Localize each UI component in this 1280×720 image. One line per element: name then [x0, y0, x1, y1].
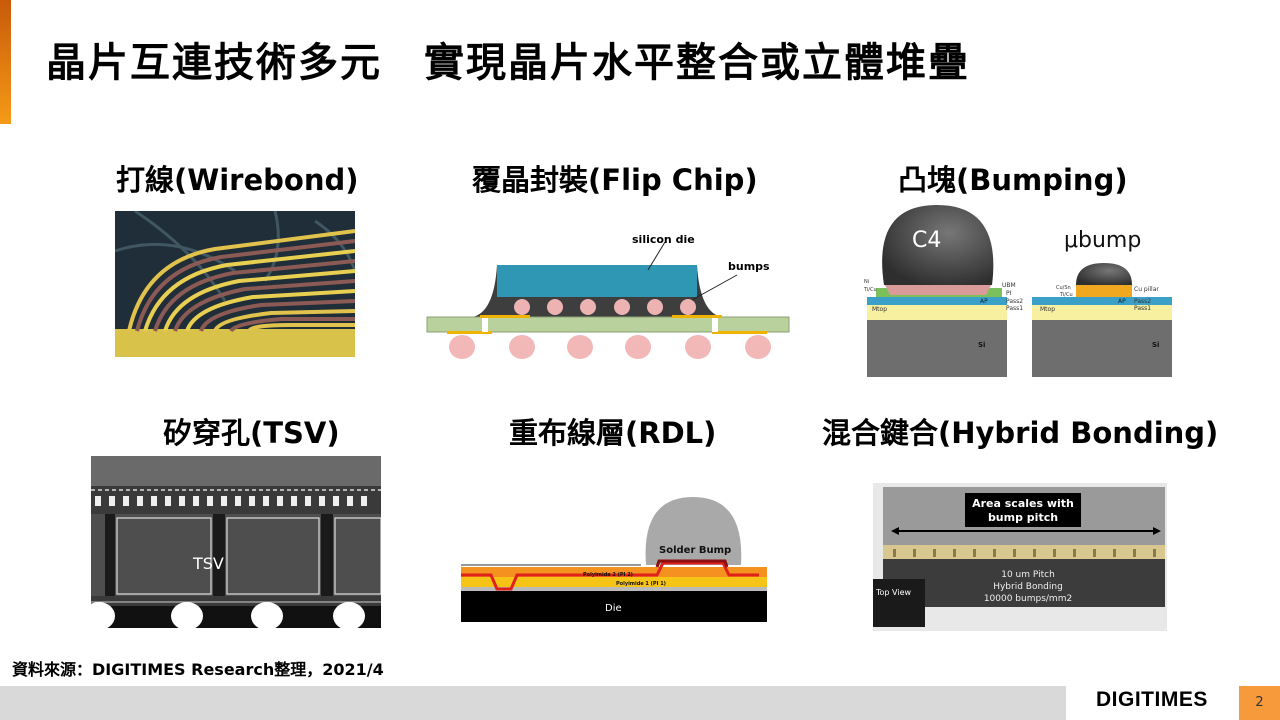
tsv-image: TSV	[91, 456, 381, 628]
footer-bar	[0, 686, 1066, 720]
label-pitch: 10 um Pitch	[1001, 570, 1055, 580]
slide-title: 晶片互連技術多元 實現晶片水平整合或立體堆疊	[46, 40, 970, 86]
label-area-1: Area scales with	[972, 497, 1074, 510]
label-cusn: Cu/Sn	[1056, 285, 1071, 291]
label-bumps: bumps	[728, 260, 770, 273]
label-ap-right: AP	[1118, 298, 1126, 305]
label-mtop-left: Mtop	[872, 306, 887, 313]
label-mtop-right: Mtop	[1040, 306, 1055, 313]
caption-rdl: 重布線層(RDL)	[509, 416, 717, 450]
caption-tsv: 矽穿孔(TSV)	[163, 416, 340, 450]
label-ticu-right: Ti/Cu	[1059, 292, 1073, 298]
label-pass1-right: Pass1	[1134, 305, 1151, 312]
label-solder-bump: Solder Bump	[659, 545, 731, 556]
flipchip-diagram: silicon die bumps	[426, 233, 790, 359]
label-hybrid: Hybrid Bonding	[993, 582, 1063, 592]
label-pass2-left: Pass2	[1006, 298, 1023, 305]
label-ubm: UBM	[1002, 282, 1016, 289]
label-silicon-die: silicon die	[632, 233, 695, 246]
label-c4: C4	[912, 228, 941, 253]
accent-bar	[0, 0, 11, 124]
label-pass1-left: Pass1	[1006, 305, 1023, 312]
label-si-right: Si	[1152, 341, 1159, 349]
wirebond-image	[115, 211, 355, 357]
source-note: 資料來源：DIGITIMES Research整理，2021/4	[12, 660, 384, 679]
label-pass2-right: Pass2	[1134, 298, 1151, 305]
label-tsv: TSV	[192, 554, 224, 573]
label-top-view: Top View	[875, 588, 911, 597]
hybrid-bonding-image: Area scales with bump pitch 10 um Pitch …	[873, 483, 1167, 631]
caption-flipchip: 覆晶封裝(Flip Chip)	[472, 163, 758, 197]
label-ap-left: AP	[980, 298, 988, 305]
label-cu-pillar: Cu pillar	[1134, 286, 1159, 293]
rdl-diagram: Solder Bump Polyimide 2 (PI 2) Polyimide…	[461, 497, 767, 622]
digitimes-logo: DIGITIMES	[1096, 688, 1208, 711]
caption-bumping: 凸塊(Bumping)	[898, 163, 1128, 197]
label-si-left: Si	[978, 341, 985, 349]
label-ubump: μbump	[1064, 228, 1141, 253]
caption-wirebond: 打線(Wirebond)	[116, 163, 359, 197]
label-die: Die	[605, 603, 622, 614]
bumping-diagram: C4 Ni Ti/Cu UBM PI AP Pass2 Pass1 Mtop S…	[863, 205, 1172, 377]
label-area-2: bump pitch	[988, 511, 1058, 524]
page-number: 2	[1239, 686, 1280, 720]
label-pi: PI	[1006, 290, 1012, 297]
label-pi1: Polyimide 1 (PI 1)	[616, 581, 666, 587]
label-pi2: Polyimide 2 (PI 2)	[583, 572, 633, 578]
label-ticu-left: Ti/Cu	[863, 287, 877, 293]
label-density: 10000 bumps/mm2	[984, 594, 1072, 604]
label-ni: Ni	[864, 279, 869, 285]
caption-hybrid: 混合鍵合(Hybrid Bonding)	[822, 416, 1219, 450]
